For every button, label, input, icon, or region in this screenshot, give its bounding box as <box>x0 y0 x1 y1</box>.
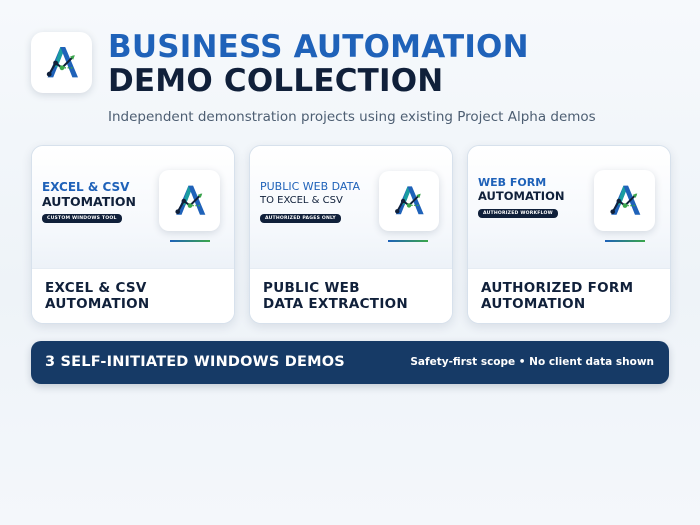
card-title: AUTHORIZED FORM AUTOMATION <box>481 280 633 312</box>
page-subtitle: Independent demonstration projects using… <box>108 109 596 125</box>
banner-pill: AUTHORIZED PAGES ONLY <box>260 214 341 223</box>
logo-underline <box>170 240 210 242</box>
logo-underline <box>605 240 645 242</box>
banner-line1: WEB FORM <box>478 176 547 189</box>
card-logo <box>159 170 220 231</box>
card-title-line1: AUTHORIZED FORM <box>481 280 634 296</box>
card-logo <box>594 170 655 231</box>
card-footer <box>250 268 452 323</box>
card-title-line1: PUBLIC WEB <box>263 280 360 296</box>
summary-bar: 3 SELF-INITIATED WINDOWS DEMOS Safety-fi… <box>31 341 669 384</box>
demo-card-web-data[interactable]: PUBLIC WEB DATA TO EXCEL & CSV AUTHORIZE… <box>249 145 453 324</box>
header-logo <box>31 32 92 93</box>
page-title-line2: DEMO COLLECTION <box>108 63 444 99</box>
card-title-line1: EXCEL & CSV <box>45 280 147 296</box>
card-logo <box>379 171 439 231</box>
project-alpha-logo-icon <box>602 178 648 224</box>
card-title-line2: DATA EXTRACTION <box>263 296 409 312</box>
project-alpha-logo-icon <box>387 179 431 223</box>
summary-bar-count: 3 SELF-INITIATED WINDOWS DEMOS <box>45 354 345 370</box>
banner-line2: TO EXCEL & CSV <box>260 195 343 206</box>
logo-underline <box>388 240 428 242</box>
card-title: PUBLIC WEB DATA EXTRACTION <box>263 280 408 312</box>
card-footer <box>32 268 234 323</box>
banner-line2: AUTOMATION <box>478 189 565 203</box>
card-title-line2: AUTOMATION <box>45 296 150 312</box>
page-title-line1: BUSINESS AUTOMATION <box>108 29 529 65</box>
summary-bar-note: Safety-first scope • No client data show… <box>410 356 654 368</box>
banner-line2: AUTOMATION <box>42 194 137 209</box>
card-banner: EXCEL & CSV AUTOMATION CUSTOM WINDOWS TO… <box>32 146 234 268</box>
card-footer <box>468 268 670 323</box>
banner-line1: PUBLIC WEB DATA <box>260 180 360 193</box>
demo-card-web-form[interactable]: WEB FORM AUTOMATION AUTHORIZED WORKFLOW … <box>467 145 671 324</box>
card-banner: WEB FORM AUTOMATION AUTHORIZED WORKFLOW <box>468 146 670 268</box>
banner-pill: CUSTOM WINDOWS TOOL <box>42 214 122 223</box>
card-title-line2: AUTOMATION <box>481 296 586 312</box>
project-alpha-logo-icon <box>38 39 86 87</box>
demo-card-excel-csv[interactable]: EXCEL & CSV AUTOMATION CUSTOM WINDOWS TO… <box>31 145 235 324</box>
banner-line1: EXCEL & CSV <box>42 180 130 194</box>
card-title: EXCEL & CSV AUTOMATION <box>45 280 150 312</box>
project-alpha-logo-icon <box>167 178 213 224</box>
card-banner: PUBLIC WEB DATA TO EXCEL & CSV AUTHORIZE… <box>250 146 452 268</box>
banner-pill: AUTHORIZED WORKFLOW <box>478 209 558 218</box>
